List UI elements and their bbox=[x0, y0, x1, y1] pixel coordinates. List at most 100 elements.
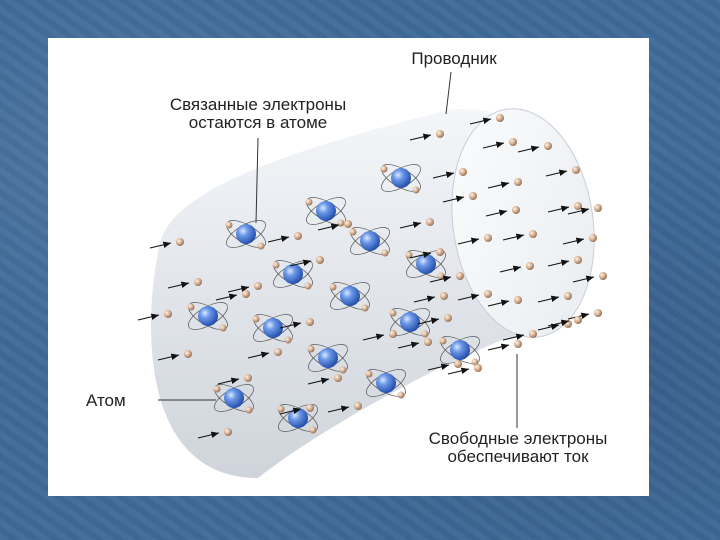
electron-dot bbox=[496, 114, 504, 122]
atom-nucleus bbox=[224, 388, 244, 408]
bound-electron bbox=[258, 243, 265, 250]
bound-electron bbox=[422, 331, 429, 338]
bound-electron bbox=[273, 262, 280, 269]
conductor-label: Проводник bbox=[384, 50, 524, 68]
free-electrons-label: Свободные электроны обеспечивают ток bbox=[398, 430, 638, 466]
atom-nucleus bbox=[316, 201, 336, 221]
bound-electron bbox=[330, 284, 337, 291]
electron-dot bbox=[316, 256, 324, 264]
atom-nucleus bbox=[376, 373, 396, 393]
bound-electron bbox=[214, 386, 221, 393]
bound-electron bbox=[253, 316, 260, 323]
electron-dot bbox=[509, 138, 517, 146]
electron-dot bbox=[244, 374, 252, 382]
atom-nucleus bbox=[198, 306, 218, 326]
electron-dot bbox=[436, 248, 444, 256]
electron-dot bbox=[574, 316, 582, 324]
bound-electrons-label-line2: остаются в атоме bbox=[128, 114, 388, 132]
motion-arrow bbox=[488, 345, 509, 350]
electron-dot bbox=[254, 282, 262, 290]
electron-dot bbox=[224, 428, 232, 436]
bound-electron bbox=[440, 338, 447, 345]
bound-electron bbox=[278, 406, 285, 413]
electron-dot bbox=[459, 168, 467, 176]
atom-nucleus bbox=[236, 224, 256, 244]
electron-dot bbox=[529, 230, 537, 238]
electron-dot bbox=[512, 206, 520, 214]
electron-dot bbox=[306, 404, 314, 412]
electron-dot bbox=[544, 142, 552, 150]
bound-electron bbox=[340, 367, 347, 374]
free-electron bbox=[448, 364, 482, 374]
free-electrons-label-line1: Свободные электроны bbox=[398, 430, 638, 448]
slide-frame: Проводник Связанные электроны остаются в… bbox=[48, 38, 649, 496]
bound-electron bbox=[226, 222, 233, 229]
bound-electron bbox=[188, 304, 195, 311]
electron-dot bbox=[594, 309, 602, 317]
electron-dot bbox=[514, 340, 522, 348]
electron-dot bbox=[194, 278, 202, 286]
bound-electron bbox=[305, 283, 312, 290]
bound-electron bbox=[306, 199, 313, 206]
electron-dot bbox=[306, 318, 314, 326]
atom-label: Атом bbox=[86, 392, 156, 410]
electron-dot bbox=[514, 178, 522, 186]
electron-dot bbox=[176, 238, 184, 246]
bound-electron bbox=[350, 229, 357, 236]
atom-nucleus bbox=[450, 340, 470, 360]
bound-electron bbox=[382, 250, 389, 257]
atom-nucleus bbox=[360, 231, 380, 251]
atom-nucleus bbox=[391, 168, 411, 188]
bound-electron bbox=[413, 187, 420, 194]
atom-nucleus bbox=[340, 286, 360, 306]
electron-dot bbox=[344, 220, 352, 228]
electron-dot bbox=[474, 364, 482, 372]
electron-dot bbox=[424, 338, 432, 346]
electron-dot bbox=[389, 330, 397, 338]
bound-electron bbox=[246, 407, 253, 414]
electron-dot bbox=[572, 166, 580, 174]
atom-nucleus bbox=[318, 348, 338, 368]
bound-electrons-label: Связанные электроны остаются в атоме bbox=[128, 96, 388, 132]
electron-dot bbox=[274, 348, 282, 356]
electron-dot bbox=[164, 310, 172, 318]
motion-arrow bbox=[448, 369, 469, 374]
electron-dot bbox=[184, 350, 192, 358]
electron-dot bbox=[354, 402, 362, 410]
electron-dot bbox=[574, 256, 582, 264]
electron-dot bbox=[514, 296, 522, 304]
bound-electron bbox=[381, 166, 388, 173]
electron-dot bbox=[594, 204, 602, 212]
electron-dot bbox=[294, 232, 302, 240]
bound-electron bbox=[366, 371, 373, 378]
bound-electrons-label-line1: Связанные электроны bbox=[128, 96, 388, 114]
bound-electron bbox=[398, 392, 405, 399]
electron-dot bbox=[574, 202, 582, 210]
bound-electron bbox=[220, 325, 227, 332]
electron-dot bbox=[484, 234, 492, 242]
bound-electron bbox=[285, 337, 292, 344]
bound-electron bbox=[390, 310, 397, 317]
electron-dot bbox=[589, 234, 597, 242]
atom-nucleus bbox=[416, 254, 436, 274]
electron-dot bbox=[436, 130, 444, 138]
electron-dot bbox=[334, 374, 342, 382]
electron-dot bbox=[440, 292, 448, 300]
electron-dot bbox=[456, 272, 464, 280]
atom-nucleus bbox=[400, 312, 420, 332]
bound-electron bbox=[310, 427, 317, 434]
electron-dot bbox=[526, 262, 534, 270]
electron-dot bbox=[242, 290, 250, 298]
bound-electron bbox=[308, 346, 315, 353]
electron-dot bbox=[484, 290, 492, 298]
electron-dot bbox=[454, 360, 462, 368]
electron-dot bbox=[469, 192, 477, 200]
electron-dot bbox=[564, 292, 572, 300]
free-electrons-label-line2: обеспечивают ток bbox=[398, 448, 638, 466]
atom-nucleus bbox=[283, 264, 303, 284]
electron-dot bbox=[599, 272, 607, 280]
electron-dot bbox=[529, 330, 537, 338]
electron-dot bbox=[426, 218, 434, 226]
bound-electron bbox=[362, 305, 369, 312]
electron-dot bbox=[444, 314, 452, 322]
